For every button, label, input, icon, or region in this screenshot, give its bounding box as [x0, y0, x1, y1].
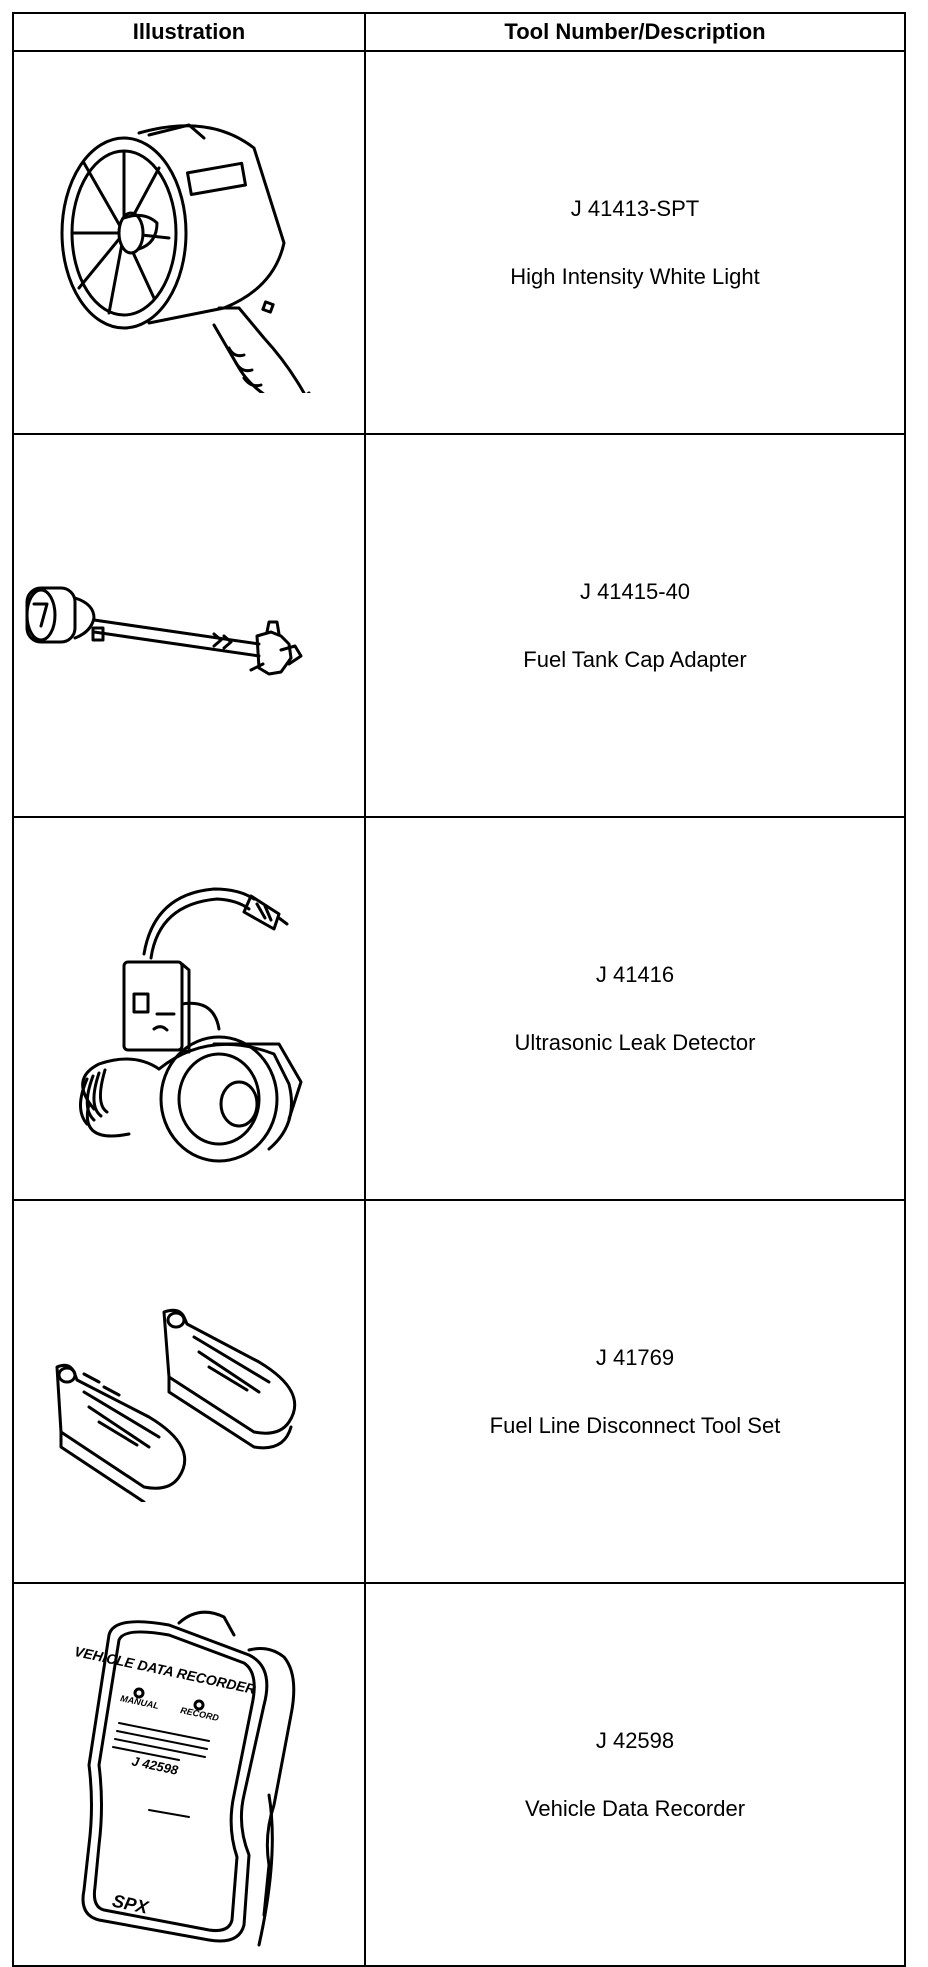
illustration-cell — [12, 1199, 366, 1584]
table-row: J 41413-SPT High Intensity White Light — [12, 50, 906, 435]
spotlight-icon — [60, 123, 311, 393]
tool-name: Vehicle Data Recorder — [524, 1795, 746, 1821]
table-row: J 41416 Ultrasonic Leak Detector — [12, 816, 906, 1201]
tool-number: J 41416 — [595, 961, 675, 987]
tool-number: J 41413-SPT — [570, 195, 700, 221]
disconnect-tool-icon — [55, 1308, 297, 1502]
recorder-model-label: J 42598 — [130, 1753, 180, 1778]
tool-name: Ultrasonic Leak Detector — [514, 1029, 756, 1055]
tool-name: High Intensity White Light — [510, 263, 760, 289]
illustration-cell — [12, 50, 366, 435]
table-row: J 41415-40 Fuel Tank Cap Adapter — [12, 433, 906, 818]
description-cell: J 42598 Vehicle Data Recorder — [364, 1582, 906, 1967]
header-illustration: Illustration — [12, 12, 366, 52]
description-cell: J 41415-40 Fuel Tank Cap Adapter — [364, 433, 906, 818]
table-header-row: Illustration Tool Number/Description — [12, 12, 906, 52]
tool-number: J 41769 — [595, 1344, 675, 1370]
tool-name: Fuel Tank Cap Adapter — [523, 646, 747, 672]
illustration-cell — [12, 433, 366, 818]
tool-number: J 41415-40 — [579, 578, 691, 604]
tool-number: J 42598 — [595, 1727, 675, 1753]
tools-table: Illustration Tool Number/Description — [12, 12, 906, 1967]
data-recorder-icon: VEHICLE DATA RECORDER MANUAL RECORD J 42… — [73, 1610, 296, 1946]
tool-name: Fuel Line Disconnect Tool Set — [489, 1412, 781, 1438]
description-cell: J 41769 Fuel Line Disconnect Tool Set — [364, 1199, 906, 1584]
table-row: VEHICLE DATA RECORDER MANUAL RECORD J 42… — [12, 1582, 906, 1967]
description-cell: J 41413-SPT High Intensity White Light — [364, 50, 906, 435]
cap-adapter-icon — [25, 586, 303, 675]
header-description: Tool Number/Description — [364, 12, 906, 52]
description-cell: J 41416 Ultrasonic Leak Detector — [364, 816, 906, 1201]
leak-detector-icon — [79, 887, 303, 1162]
illustration-cell — [12, 816, 366, 1201]
illustration-cell: VEHICLE DATA RECORDER MANUAL RECORD J 42… — [12, 1582, 366, 1967]
table-row: J 41769 Fuel Line Disconnect Tool Set — [12, 1199, 906, 1584]
